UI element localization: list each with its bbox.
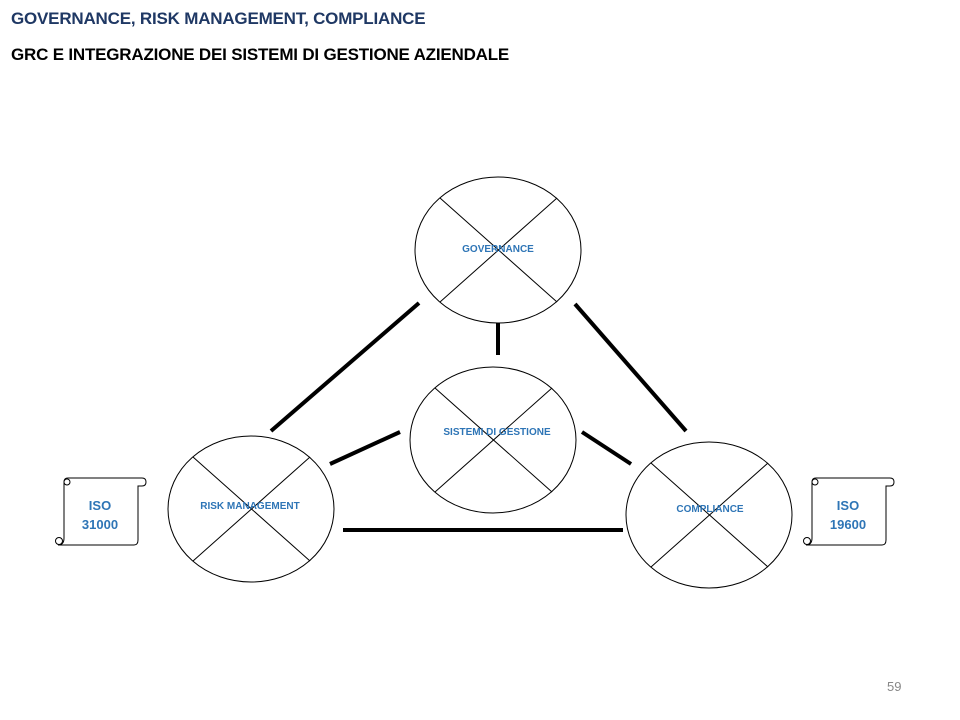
scroll-right-line1: ISO <box>837 498 859 513</box>
connector-governance-compliance <box>573 302 688 433</box>
scroll-left <box>55 477 147 546</box>
node-sistemi-label: SISTEMI DI GESTIONE <box>443 427 551 438</box>
slide-subtitle: GRC E INTEGRAZIONE DEI SISTEMI DI GESTIO… <box>11 45 510 64</box>
node-governance <box>414 176 582 324</box>
node-sistemi <box>409 366 577 514</box>
scroll-right <box>803 477 895 546</box>
node-governance-label: GOVERNANCE <box>462 244 534 255</box>
page-number: 59 <box>887 679 902 694</box>
scroll-left-line1: ISO <box>89 498 111 513</box>
node-risk <box>167 435 335 583</box>
slide-title: GOVERNANCE, RISK MANAGEMENT, COMPLIANCE <box>11 9 426 28</box>
connector-governance-risk <box>269 301 421 433</box>
node-compliance <box>625 441 793 589</box>
node-risk-label: RISK MANAGEMENT <box>200 501 299 512</box>
node-compliance-label: COMPLIANCE <box>676 504 744 515</box>
scroll-left-line2: 31000 <box>82 517 118 532</box>
connector-risk-sistemi <box>329 430 401 466</box>
scroll-right-line2: 19600 <box>830 517 866 532</box>
connector-sistemi-compliance <box>580 430 633 466</box>
